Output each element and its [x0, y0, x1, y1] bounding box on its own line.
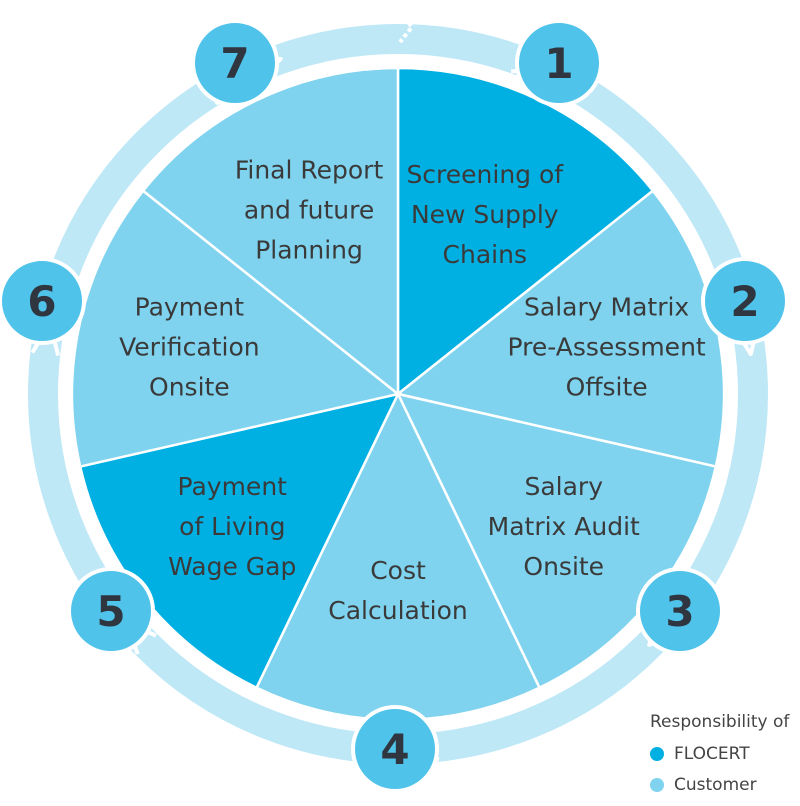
legend-swatch-flocert	[650, 747, 664, 761]
step-6-label-line: Onsite	[149, 372, 230, 401]
legend-swatch-customer	[650, 778, 664, 792]
step-3-number: 3	[665, 587, 694, 636]
step-4-label-line: Calculation	[328, 596, 467, 625]
step-7-label-line: Planning	[255, 235, 363, 264]
legend-label-customer: Customer	[674, 775, 757, 795]
step-2-label-line: Offsite	[566, 372, 648, 401]
step-6-label-line: Payment	[135, 292, 245, 321]
step-7-label-line: Final Report	[235, 155, 384, 184]
legend-title: Responsibility of	[650, 712, 790, 732]
step-5-badge	[67, 567, 155, 655]
step-5-label-line: Payment	[178, 472, 288, 501]
step-1-label-line: New Supply	[411, 200, 559, 229]
step-1-number: 1	[544, 39, 573, 88]
step-1-label-line: Chains	[443, 240, 527, 269]
step-3-badge	[636, 567, 724, 655]
step-7-number: 7	[220, 39, 249, 88]
legend-label-flocert: FLOCERT	[674, 744, 750, 764]
step-7-badge	[191, 19, 279, 107]
step-2-label-line: Salary Matrix	[524, 292, 689, 321]
step-4-badge	[351, 705, 439, 793]
step-2-label-line: Pre-Assessment	[508, 332, 706, 361]
step-1-label-line: Screening of	[406, 160, 564, 189]
step-2-badge	[701, 257, 789, 345]
step-6-label-line: Verification	[119, 332, 259, 361]
step-3-label-line: Matrix Audit	[488, 512, 640, 541]
step-5-label-line: Wage Gap	[168, 552, 296, 581]
step-6-badge	[0, 257, 86, 345]
step-2-number: 2	[730, 277, 759, 326]
step-1-badge	[515, 19, 603, 107]
legend: Responsibility of FLOCERT Customer	[650, 712, 789, 806]
step-3-label-line: Onsite	[523, 552, 604, 581]
step-4-label-line: Cost	[370, 556, 426, 585]
step-7-label-line: and future	[244, 195, 374, 224]
step-6-number: 6	[27, 277, 56, 326]
step-5-label-line: of Living	[179, 512, 285, 541]
legend-item-flocert: FLOCERT	[650, 744, 789, 764]
step-4-number: 4	[380, 725, 409, 774]
step-3-label-line: Salary	[524, 472, 603, 501]
step-5-number: 5	[96, 587, 125, 636]
legend-item-customer: Customer	[650, 775, 789, 795]
